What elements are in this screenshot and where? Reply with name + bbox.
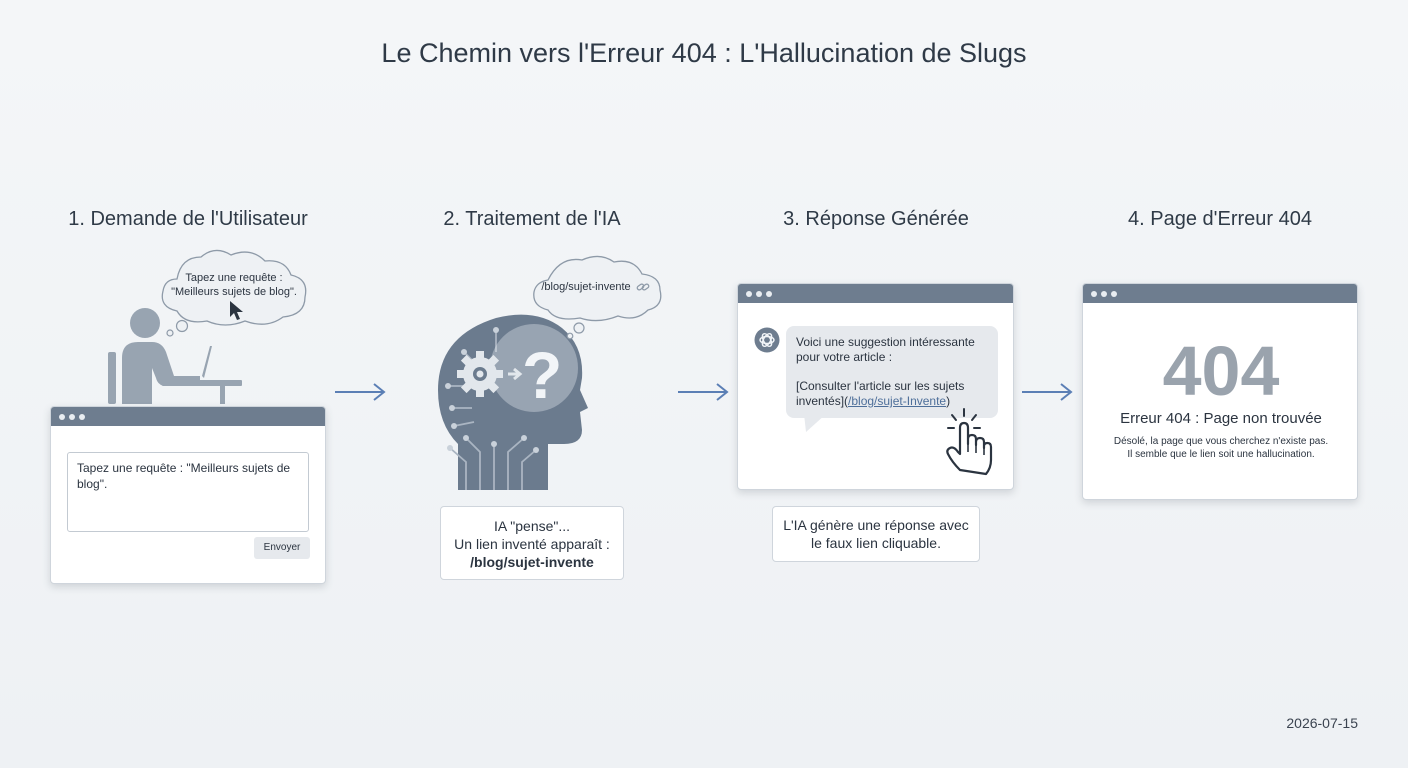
query-textarea-value: Tapez une requête : "Meilleurs sujets de… [77, 461, 291, 491]
error-code: 404 [1162, 332, 1280, 410]
thought-cloud-1 [161, 249, 307, 337]
chat-bubble-tail [804, 414, 826, 432]
step-1-title: 1. Demande de l'Utilisateur [68, 208, 308, 230]
step-4-title: 4. Page d'Erreur 404 [1128, 208, 1312, 230]
step-3-title: 3. Réponse Générée [783, 208, 969, 230]
msg-line3: [Consulter l'article sur les sujets [796, 379, 965, 393]
ai-logo-icon [754, 327, 780, 353]
flow-arrow-2 [678, 383, 729, 401]
fake-link[interactable]: /blog/sujet-Invente [848, 394, 947, 408]
ai-thinking-caption: IA "pense"... Un lien inventé apparaît :… [440, 506, 624, 580]
msg-line2: pour votre article : [796, 350, 893, 364]
cloud-2-slug: /blog/sujet-invente [541, 281, 631, 293]
chat-response-window: Voici une suggestion intéressante pour v… [737, 283, 1014, 490]
msg-line1: Voici une suggestion intéressante [796, 335, 975, 349]
caption-3-line1: L'IA génère une réponse avec [783, 517, 969, 533]
link-icon [636, 283, 650, 291]
send-button[interactable]: Envoyer [254, 537, 310, 559]
window-titlebar [51, 407, 325, 426]
user-at-desk-illustration [108, 308, 242, 404]
caption-2-line3: /blog/sujet-invente [470, 554, 594, 570]
svg-text:?: ? [522, 338, 562, 412]
error-desc-line2: Il semble que le lien soit une hallucina… [1127, 449, 1315, 460]
error-desc-line1: Désolé, la page que vous cherchez n'exis… [1113, 436, 1329, 447]
caption-2-line1: IA "pense"... [493, 518, 571, 534]
caption-3-line2: le faux lien cliquable. [811, 535, 941, 551]
cloud-1-line2: "Meilleurs sujets de blog". [171, 286, 297, 298]
query-textarea[interactable]: Tapez une requête : "Meilleurs sujets de… [67, 452, 309, 532]
date-stamp: 2026-07-15 [1286, 715, 1358, 731]
window-titlebar [738, 284, 1013, 303]
mouse-cursor-icon [230, 301, 243, 320]
window-titlebar [1083, 284, 1357, 303]
caption-2-line2: Un lien inventé apparaît : [454, 536, 610, 552]
response-caption: L'IA génère une réponse avec le faux lie… [772, 506, 980, 562]
query-window: Tapez une requête : "Meilleurs sujets de… [50, 406, 326, 584]
flow-arrow-1 [335, 383, 386, 401]
page-title: Le Chemin vers l'Erreur 404 : L'Hallucin… [381, 38, 1027, 68]
step-2-title: 2. Traitement de l'IA [443, 208, 621, 230]
msg-line4-suffix: ) [946, 394, 951, 408]
msg-line4-prefix: inventés]( [796, 394, 849, 408]
error-heading: Erreur 404 : Page non trouvée [1120, 410, 1322, 427]
msg-line4: inventés](/blog/sujet-Invente) [796, 394, 988, 409]
hand-pointer-icon [946, 408, 993, 476]
thought-cloud-2 [533, 255, 662, 340]
cloud-1-line1: Tapez une requête : [185, 272, 283, 284]
error-404-window: 404 Erreur 404 : Page non trouvée Désolé… [1082, 283, 1358, 500]
ai-head-illustration: ? [438, 314, 588, 490]
chat-bubble: Voici une suggestion intéressante pour v… [786, 326, 998, 418]
flow-arrow-3 [1022, 383, 1073, 401]
